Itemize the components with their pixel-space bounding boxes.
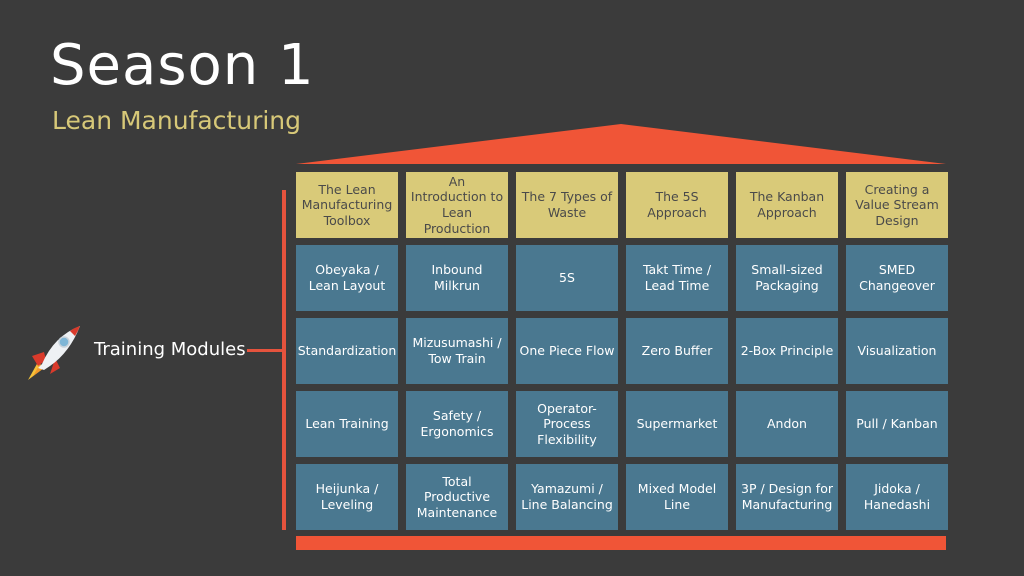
house-floor <box>296 536 946 550</box>
column-header: The 7 Types of Waste <box>516 172 618 238</box>
module-cell: 5S <box>516 245 618 311</box>
module-cell: Supermarket <box>626 391 728 457</box>
column-header: The 5S Approach <box>626 172 728 238</box>
module-cell: 2-Box Principle <box>736 318 838 384</box>
module-cell: 3P / Design for Manufacturing <box>736 464 838 530</box>
module-cell: Safety / Ergonomics <box>406 391 508 457</box>
column-header: Creating a Value Stream Design <box>846 172 948 238</box>
column-header: The Kanban Approach <box>736 172 838 238</box>
module-cell: Obeyaka / Lean Layout <box>296 245 398 311</box>
page-title: Season 1 <box>50 33 315 98</box>
module-cell: SMED Changeover <box>846 245 948 311</box>
modules-bracket <box>282 190 286 530</box>
house-roof <box>296 124 946 164</box>
module-cell: Andon <box>736 391 838 457</box>
label-connector-line <box>247 349 284 352</box>
rocket-icon <box>28 326 80 380</box>
module-cell: Jidoka / Hanedashi <box>846 464 948 530</box>
module-cell: Heijunka / Leveling <box>296 464 398 530</box>
modules-grid: The Lean Manufacturing Toolbox An Introd… <box>296 172 948 530</box>
module-cell: Total Productive Maintenance <box>406 464 508 530</box>
module-cell: Standardization <box>296 318 398 384</box>
module-cell: Mixed Model Line <box>626 464 728 530</box>
module-cell: Zero Buffer <box>626 318 728 384</box>
module-cell: Mizusumashi / Tow Train <box>406 318 508 384</box>
module-cell: Pull / Kanban <box>846 391 948 457</box>
module-cell: Small-sized Packaging <box>736 245 838 311</box>
module-cell: Takt Time / Lead Time <box>626 245 728 311</box>
module-cell: Visualization <box>846 318 948 384</box>
module-cell: Operator-Process Flexibility <box>516 391 618 457</box>
module-cell: Lean Training <box>296 391 398 457</box>
column-header: An Introduction to Lean Production <box>406 172 508 238</box>
module-cell: One Piece Flow <box>516 318 618 384</box>
module-cell: Yamazumi / Line Balancing <box>516 464 618 530</box>
page-subtitle: Lean Manufacturing <box>52 106 302 135</box>
module-cell: Inbound Milkrun <box>406 245 508 311</box>
column-header: The Lean Manufacturing Toolbox <box>296 172 398 238</box>
training-modules-label: Training Modules <box>94 339 246 360</box>
